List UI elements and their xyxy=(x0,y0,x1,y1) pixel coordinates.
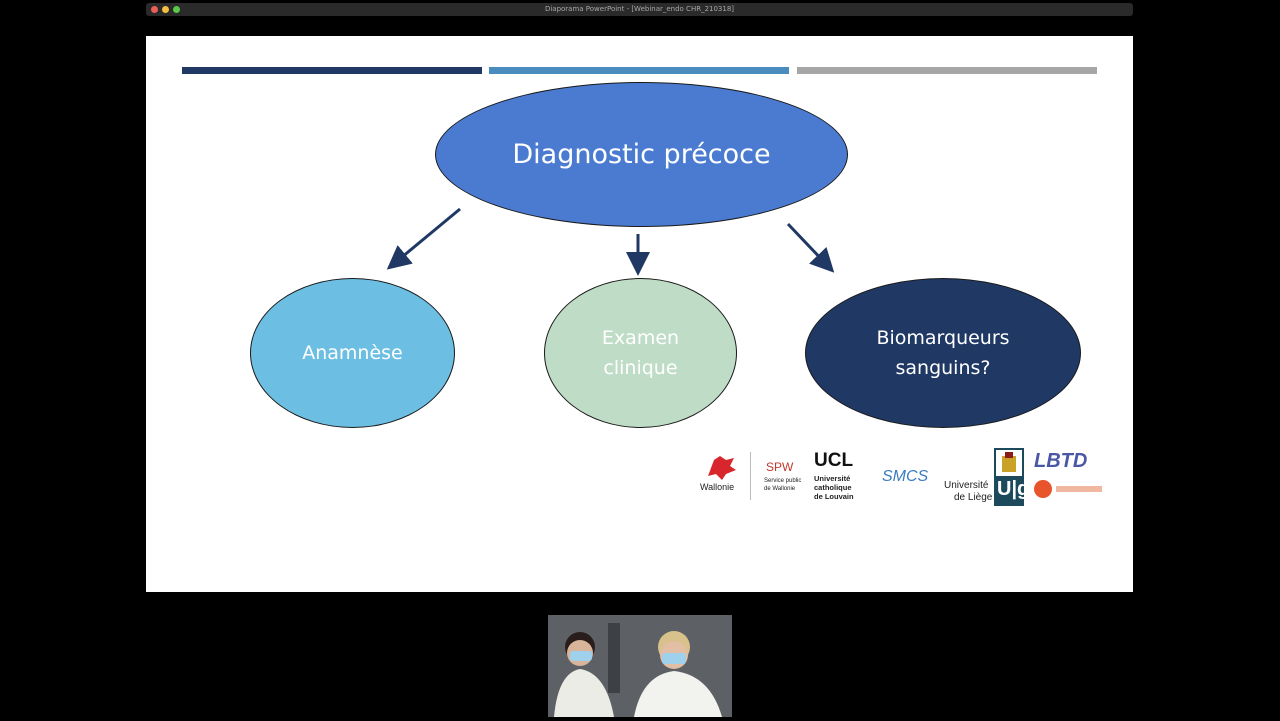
window-titlebar: Diaporama PowerPoint - [Webinar_endo CHR… xyxy=(146,3,1133,16)
ulg-logo-text: U|g xyxy=(997,478,1030,500)
window-title: Diaporama PowerPoint - [Webinar_endo CHR… xyxy=(544,5,735,13)
arrow-left xyxy=(386,207,461,270)
spw-logo-text: SPW xyxy=(766,460,794,474)
examen-label-line2: clinique xyxy=(603,357,678,379)
presentation-slide: Diagnostic précoce Anamnèse Examen clini… xyxy=(146,36,1133,592)
biomarqueurs-label-line2: sanguins? xyxy=(895,357,991,379)
uliege-crest-icon xyxy=(996,450,1022,476)
rooster-icon xyxy=(708,456,736,480)
anamnese-node: Anamnèse xyxy=(250,278,455,428)
partner-logos: Wallonie SPW Service public de Wallonie … xyxy=(696,446,1106,516)
biomarqueurs-node: Biomarqueurs sanguins? xyxy=(805,278,1081,428)
ucl-subtitle-1: Université xyxy=(814,474,851,483)
header-bar-grey xyxy=(797,67,1097,74)
ucl-subtitle-2: catholique xyxy=(814,483,852,492)
main-node-label: Diagnostic précoce xyxy=(512,139,771,170)
ucl-subtitle-3: de Louvain xyxy=(814,492,854,501)
uliege-logo-mark: U|g xyxy=(994,448,1029,506)
biomarqueurs-label-line1: Biomarqueurs xyxy=(876,327,1010,349)
spw-subtitle-1: Service public xyxy=(764,478,802,484)
header-bar-blue xyxy=(489,67,789,74)
examen-clinique-node: Examen clinique xyxy=(544,278,737,428)
diagram-arrows xyxy=(386,207,835,276)
logo-divider xyxy=(750,452,751,500)
anamnese-label: Anamnèse xyxy=(302,342,403,364)
webcam-video-feed xyxy=(548,615,732,717)
diagnostic-precoce-node: Diagnostic précoce xyxy=(435,82,848,227)
presenters-video-image xyxy=(548,615,732,717)
ucl-logo-text: UCL xyxy=(814,450,854,471)
wallonie-logo-text: Wallonie xyxy=(700,482,735,492)
lbtd-tagline-graphic xyxy=(1056,486,1102,492)
examen-label-line1: Examen xyxy=(601,327,680,349)
smcs-logo-text: SMCS xyxy=(882,468,929,485)
uliege-text-line1: Université xyxy=(944,480,989,491)
uliege-text-line2: de Liège xyxy=(954,492,993,503)
zoom-window-button[interactable] xyxy=(173,6,180,13)
close-window-button[interactable] xyxy=(151,6,158,13)
minimize-window-button[interactable] xyxy=(162,6,169,13)
spw-subtitle-2: de Wallonie xyxy=(764,486,796,492)
lbtd-circle-icon xyxy=(1034,480,1052,498)
header-bar-dark xyxy=(182,67,482,74)
arrow-right xyxy=(786,222,835,273)
lbtd-logo-text: LBTD xyxy=(1034,450,1088,472)
